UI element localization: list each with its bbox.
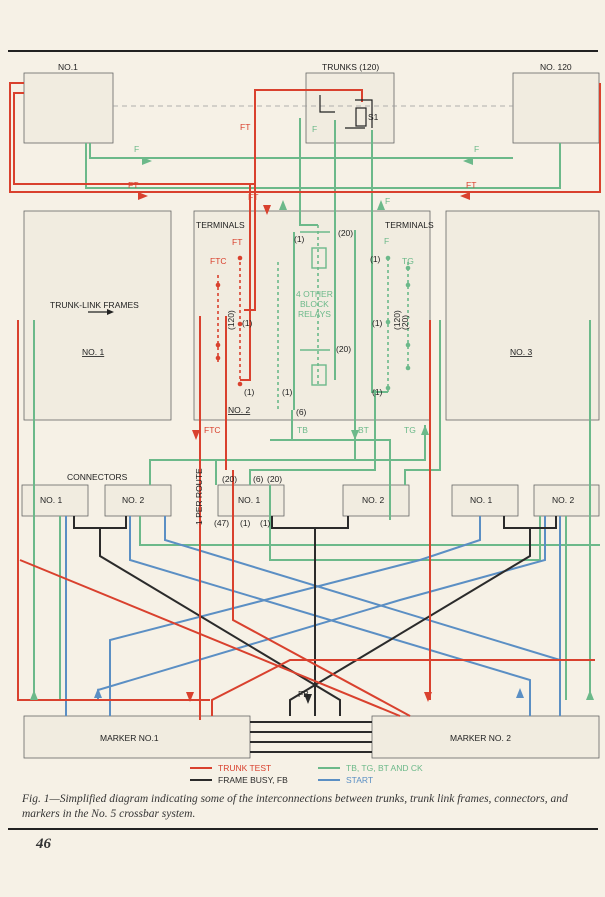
conn-right-no1-label: NO. 1 <box>470 495 492 505</box>
frame-no1-box <box>23 210 172 421</box>
label-one-i: (1) <box>370 254 381 264</box>
marker-no2-box <box>371 715 600 759</box>
f-label-mid: F <box>385 196 390 206</box>
ft-label-mid: FT <box>248 192 258 202</box>
connector-right-no1-box <box>451 484 519 517</box>
tg-label-term: TG <box>402 256 414 266</box>
label-one-h: (1) <box>372 318 383 328</box>
conn-right-no2-label: NO. 2 <box>552 495 574 505</box>
trunk-no1-label: NO.1 <box>58 62 78 72</box>
other-relays-line1: 4 OTHER <box>296 289 333 299</box>
figure-caption: Fig. 1—Simplified diagram indicating som… <box>22 793 568 820</box>
label-twenty-b: (20) <box>267 474 282 484</box>
label-onetwenty-right-b: (20) <box>400 315 410 330</box>
label-six-a: (6) <box>253 474 264 484</box>
label-one-a: (1) <box>240 518 251 528</box>
trunks-label: TRUNKS (120) <box>322 62 379 72</box>
trunk-no1-box <box>23 72 114 144</box>
page-number: 46 <box>36 836 51 852</box>
per-route-label: 1 PER ROUTE <box>194 468 204 525</box>
bottom-rule <box>8 828 598 830</box>
f-label-left: F <box>134 144 139 154</box>
label-one-e: (1) <box>282 387 293 397</box>
connector-mid-no2-box <box>342 484 410 517</box>
trunk-no120-label: NO. 120 <box>540 62 572 72</box>
interconnection-diagram: NO.1 NO. 120 TRUNKS (120) TERMINALS TERM… <box>9 62 601 785</box>
conn-mid-no1-label: NO. 1 <box>238 495 260 505</box>
top-rule <box>8 50 598 52</box>
f-label-term: F <box>384 236 389 246</box>
label-one-g: (1) <box>242 318 253 328</box>
fb-label: FB <box>298 689 309 699</box>
marker-no1-box <box>23 715 251 759</box>
frame-no1-label: NO. 1 <box>82 347 104 357</box>
f-label-right: F <box>474 144 479 154</box>
label-twenty-a: (20) <box>222 474 237 484</box>
other-relays-line3: RELAYS <box>298 309 331 319</box>
label-twenty-c: (20) <box>338 228 353 238</box>
trunk-no120-box <box>512 72 600 144</box>
legend-frame-busy: FRAME BUSY, FB <box>218 775 288 785</box>
label-six-b: (6) <box>296 407 307 417</box>
ftc-label-bottom: FTC <box>204 425 221 435</box>
conn-mid-no2-label: NO. 2 <box>362 495 384 505</box>
legend-tb-tg: TB, TG, BT AND CK <box>346 763 423 773</box>
ft-label-right: FT <box>466 180 476 190</box>
terminals-label-left: TERMINALS <box>196 220 245 230</box>
frame-no3-box <box>445 210 600 421</box>
ft-label-trunk: FT <box>240 122 250 132</box>
label-one-d: (1) <box>372 387 383 397</box>
other-relays-line2: BLOCK <box>300 299 329 309</box>
label-one-b: (1) <box>260 518 271 528</box>
label-onetwenty-right-a: (120) <box>392 310 402 330</box>
label-one-c: (1) <box>244 387 255 397</box>
connector-mid-no1-box <box>217 484 285 517</box>
conn-left-no1-label: NO. 1 <box>40 495 62 505</box>
tg-label-bottom: TG <box>404 425 416 435</box>
s1-label: S1 <box>368 112 379 122</box>
ftc-label-term: FTC <box>210 256 227 266</box>
tb-label: TB <box>297 425 308 435</box>
ft-label-left: FT <box>128 180 138 190</box>
legend-trunk-test: TRUNK TEST <box>218 763 271 773</box>
marker-no1-label: MARKER NO.1 <box>100 733 159 743</box>
label-fortyseven: (47) <box>214 518 229 528</box>
frame-no2-label: NO. 2 <box>228 405 250 415</box>
trunk-link-frames-label: TRUNK-LINK FRAMES <box>50 300 139 310</box>
connectors-label: CONNECTORS <box>67 472 128 482</box>
f-label-trunk: F <box>312 124 317 134</box>
label-twenty-d: (20) <box>336 344 351 354</box>
marker-no2-label: MARKER NO. 2 <box>450 733 511 743</box>
label-onetwenty-left: (120) <box>226 310 236 330</box>
bt-label: BT <box>358 425 369 435</box>
legend-start: START <box>346 775 373 785</box>
ft-label-term: FT <box>232 237 242 247</box>
frame-no3-label: NO. 3 <box>510 347 532 357</box>
conn-left-no2-label: NO. 2 <box>122 495 144 505</box>
legend: TRUNK TEST FRAME BUSY, FB TB, TG, BT AND… <box>190 763 423 785</box>
label-one-f: (1) <box>294 234 305 244</box>
connector-left-no2-box <box>104 484 172 517</box>
terminals-label-right: TERMINALS <box>385 220 434 230</box>
trunks-box <box>305 72 395 144</box>
